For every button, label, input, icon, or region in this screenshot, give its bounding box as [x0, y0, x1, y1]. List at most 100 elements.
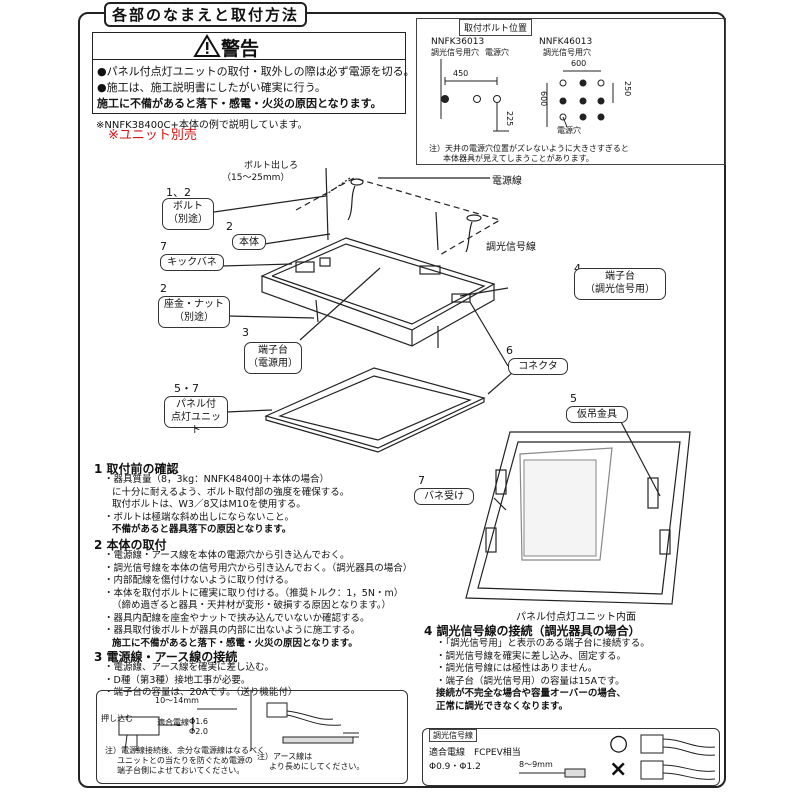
- section-3-connection-box: 押し込む 10～14mm 適合電線 Φ1.6 Φ2.0 注）電源線接続後、余分な…: [96, 690, 408, 784]
- section-2-heading: 2 本体の取付: [94, 538, 167, 552]
- terminal-power-text: 端子台: [258, 345, 288, 356]
- kick-spring-label: キックバネ: [160, 254, 224, 271]
- model-b: NNFK46013: [539, 37, 593, 47]
- power-line-label: 電源線: [492, 176, 522, 187]
- page-frame: [78, 12, 726, 788]
- ok-mark-icon: ○: [609, 731, 629, 756]
- number-spring-receiver: 7: [418, 474, 425, 487]
- unit-separate-note: ※ユニット別売: [108, 128, 197, 143]
- washer-nut-sub: （別途）: [174, 312, 214, 323]
- bolt-label-text: ボルト: [173, 201, 203, 212]
- section-1-line-2: に十分に耐えるよう、ボルト取付部の強度を確保する。: [112, 486, 350, 498]
- section-4-line-5: 接続が不完全な場合や容量オーバーの場合、: [436, 688, 626, 699]
- warning-box: 警告 ●パネル付点灯ユニットの取付・取外しの際は必ず電源を切る。 ●施工は、施工…: [92, 32, 415, 114]
- terminal-dim-label: 端子台 （調光信号用）: [574, 268, 666, 300]
- signal-box-strip: 8～9mm: [519, 760, 553, 769]
- number-body: 2: [226, 220, 233, 233]
- bolt-position-drawing: [440, 59, 614, 132]
- terminal-power-sub: （電源用）: [248, 358, 298, 369]
- section-3-line-1: ・電源線、アース線を確実に差し込む。: [104, 662, 274, 673]
- dim-600: 600: [571, 59, 587, 68]
- section-4-line-2: ・調光信号線を確実に差し込み、固定する。: [436, 650, 627, 662]
- warning-triangle-icon: [193, 34, 221, 57]
- signal-box-wire: 適合電線 FCPEV相当: [429, 748, 521, 758]
- section-4-line-4: ・端子台（調光信号用）の容量は15Aです。: [436, 675, 625, 687]
- model-note: ※NNFK38400C+本体の例で説明しています。: [96, 120, 308, 131]
- model-a: NNFK36013: [431, 37, 485, 47]
- washer-nut-text: 座金・ナット: [164, 299, 224, 310]
- number-hanger: 5: [570, 392, 577, 405]
- bolt-position-title: 取付ボルト位置: [459, 19, 533, 36]
- section-2-line-5: （締め過ぎると器具・天井材が変形・破損する原因となります。）: [112, 600, 392, 611]
- section-3-line-3: ・端子台の容量は、20Aです。（送り機能付）: [104, 687, 298, 698]
- section-3-note-right-2: より長めにしてください。: [269, 762, 365, 771]
- dim-225: 225: [505, 111, 514, 127]
- bolt-position-box: 取付ボルト位置 NNFK36013 NNFK46013 調光信号用穴 電源穴 調…: [416, 18, 726, 165]
- terminal-connection-drawing: [118, 691, 359, 752]
- signal-box-size: Φ0.9・Φ1.2: [429, 762, 481, 772]
- section-2-line-7: ・器具取付後ボルトが器具の内部に出ないように施工する。: [104, 625, 361, 636]
- section-4-heading: 4 調光信号線の接続（調光器具の場合）: [424, 624, 641, 638]
- section-2-line-6: ・器具内配線を座金やナットで挟み込んでいないか確認する。: [104, 612, 370, 624]
- wire-size-2: Φ2.0: [189, 727, 209, 736]
- section-4-signal-box: 調光信号線 適合電線 FCPEV相当 Φ0.9・Φ1.2 8～9mm ○ ×: [422, 728, 720, 786]
- bolt-protrusion-range: （15～25mm）: [222, 173, 290, 183]
- section-2-line-2: ・調光信号線を本体の信号用穴から引き込んでおく。（調光器具の場合）: [104, 562, 413, 574]
- dim-600-vertical: 600: [539, 91, 548, 107]
- hanger-label: 仮吊金具: [566, 406, 628, 423]
- number-terminal-power: 3: [242, 326, 249, 339]
- spring-receiver-label: バネ受け: [414, 488, 474, 505]
- bolt-label-sub: （別途）: [168, 214, 208, 225]
- terminal-dim-sub: （調光信号用）: [585, 284, 655, 295]
- number-washer: 2: [160, 282, 167, 295]
- signal-hole-label-a: 調光信号用穴: [431, 48, 479, 57]
- section-3-line-2: ・D種（第3種）接地工事が必要。: [104, 674, 251, 686]
- section-3-note-left-1: 注）電源線接続後、余分な電源線はなるべく: [105, 746, 265, 755]
- section-4-line-1: ・「調光信号用」と表示のある端子台に接続する。: [436, 638, 650, 649]
- section-4-line-3: ・調光信号線には極性はありません。: [436, 663, 598, 674]
- washer-nut-label: 座金・ナット （別途）: [158, 296, 230, 328]
- number-bolt: 1、2: [166, 186, 191, 199]
- bolt-label: ボルト （別途）: [162, 198, 214, 230]
- signal-wire-drawing: [519, 734, 716, 780]
- signal-box-title: 調光信号線: [429, 729, 477, 742]
- section-2-line-1: ・電源線・アース線を本体の電源穴から引き込んでおく。: [104, 550, 350, 561]
- ng-mark-icon: ×: [609, 757, 628, 782]
- power-hole-label-a: 電源穴: [485, 48, 509, 57]
- section-1-heading: 1 取付前の確認: [94, 462, 179, 476]
- section-1-line-4: ・ボルトは極端な斜め出しにならないこと。: [104, 511, 295, 523]
- section-1-line-1: ・器具質量（8，3kg：NNFK48400J＋本体の場合）: [104, 474, 330, 485]
- unit-label: パネル付 点灯ユニット: [164, 396, 228, 436]
- bolt-note-2: 本体器具が見えてしまうことがあります。: [443, 154, 594, 163]
- dim-450: 450: [453, 69, 469, 78]
- section-3-text: ・電源線、アース線を確実に差し込む。 ・D種（第3種）接地工事が必要。 ・端子台…: [104, 662, 297, 700]
- section-3-heading: 3 電源線・アース線の接続: [94, 650, 238, 664]
- bolt-note-1: 注）天井の電源穴位置がズレないように大きさすぎると: [429, 144, 629, 153]
- terminal-dim-text: 端子台: [605, 271, 635, 282]
- section-4-line-6: 正常に調光できなくなります。: [436, 700, 569, 712]
- wire-size-label: 適合電線: [157, 718, 189, 727]
- section-3-note-right-1: 注）アース線は: [257, 752, 313, 761]
- section-2-line-4: ・本体を取付ボルトに確実に取り付ける。（推奨トルク：1，5N・m）: [104, 587, 404, 599]
- number-kick-spring: 7: [160, 240, 167, 253]
- dim-signal-line-label: 調光信号線: [486, 242, 536, 253]
- page-title: 各部のなまえと取付方法: [104, 2, 308, 27]
- signal-hole-label-b: 調光信号用穴: [543, 48, 591, 57]
- unit-label-text: パネル付: [176, 399, 216, 410]
- warning-heading: 警告: [221, 38, 260, 60]
- body-label: 本体: [232, 234, 266, 250]
- power-hole-label-b: 電源穴: [557, 126, 581, 135]
- section-2-line-8: 施工に不備があると落下・感電・火災の原因となります。: [112, 637, 358, 649]
- bolt-protrusion-label: ボルト出しろ: [244, 161, 299, 171]
- terminal-power-label: 端子台 （電源用）: [244, 342, 302, 374]
- push-in-label: 押し込む: [101, 714, 133, 723]
- section-1-line-3: 取付ボルトは、W3／8又はM10を使用する。: [112, 499, 306, 510]
- dim-250: 250: [623, 81, 632, 97]
- warning-header: 警告: [93, 33, 405, 60]
- section-4-text: ・「調光信号用」と表示のある端子台に接続する。 ・調光信号線を確実に差し込み、固…: [436, 638, 650, 713]
- unit-label-sub: 点灯ユニット: [171, 412, 221, 436]
- section-3-note-left-2: ユニットとの当たりを防ぐため電源の: [117, 756, 253, 765]
- warning-line-2: ●施工は、施工説明書にしたがい確実に行う。: [97, 81, 326, 94]
- strip-length-label: 10～14mm: [155, 696, 199, 705]
